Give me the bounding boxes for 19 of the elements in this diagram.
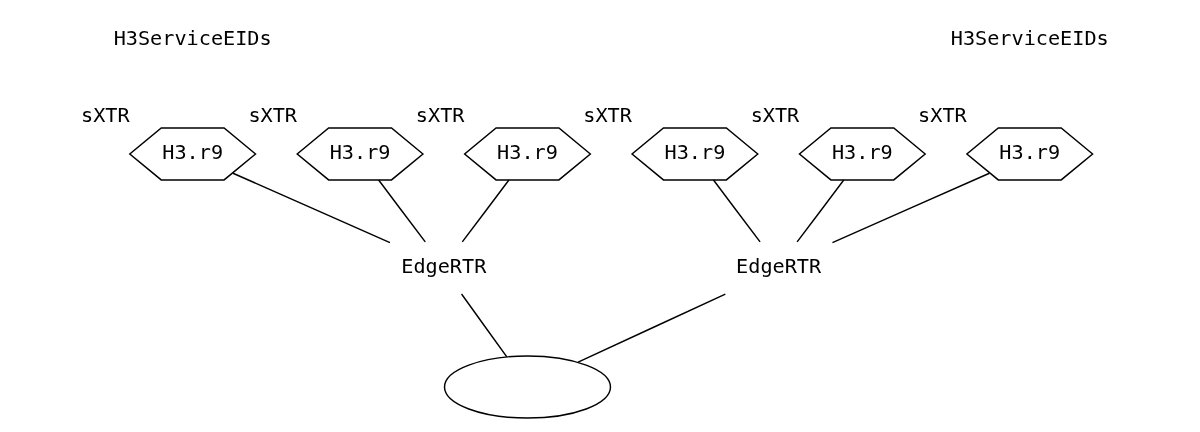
label: H3ServiceEIDs xyxy=(950,26,1109,51)
node-label: sXTR xyxy=(750,103,800,128)
connector xyxy=(377,179,426,243)
node-label: sXTR xyxy=(918,103,967,128)
node-label: sXTR xyxy=(248,103,298,128)
node-cloud xyxy=(443,355,612,419)
connector xyxy=(232,172,391,244)
node-label: sXTR xyxy=(81,103,130,128)
node-text: EdgeRTR xyxy=(401,254,487,279)
connector xyxy=(460,293,508,358)
connector xyxy=(712,179,761,243)
connector xyxy=(831,172,991,244)
connector xyxy=(577,293,727,363)
node-label: sXTR xyxy=(583,103,632,128)
label: H3ServiceEIDs xyxy=(113,26,272,51)
node-text: EdgeRTR xyxy=(736,254,822,279)
connector xyxy=(461,179,510,243)
connector xyxy=(796,179,845,243)
node-label: sXTR xyxy=(415,103,465,128)
